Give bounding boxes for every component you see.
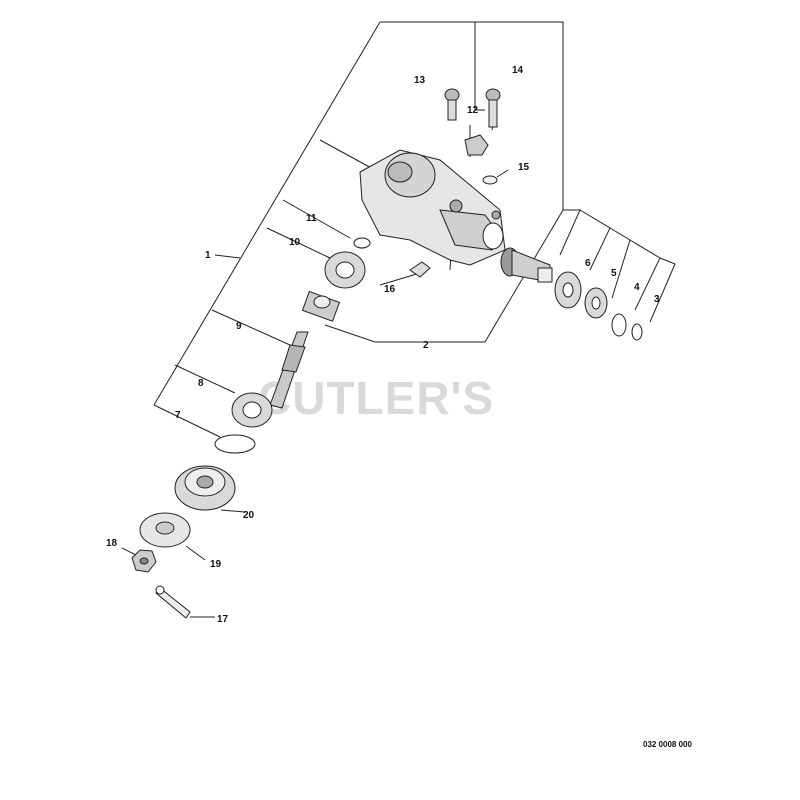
- label-part-3: 3: [654, 294, 660, 305]
- label-part-17: 17: [217, 614, 229, 625]
- label-part-1: 1: [205, 250, 211, 261]
- label-part-15: 15: [518, 162, 530, 173]
- label-part-2: 2: [423, 340, 429, 351]
- bearing-5: [584, 287, 608, 319]
- label-part-6: 6: [585, 258, 591, 269]
- bearing-10: [324, 251, 366, 289]
- gear-shaft: [500, 247, 553, 283]
- circlip-7: [214, 434, 256, 454]
- label-part-7: 7: [175, 410, 181, 421]
- plate-16: [409, 261, 431, 278]
- label-part-8: 8: [198, 378, 204, 389]
- nut-18: [131, 549, 157, 573]
- label-part-13: 13: [414, 75, 426, 86]
- bearing-6: [554, 271, 582, 309]
- label-part-16: 16: [384, 284, 396, 295]
- drawing-reference: 032 0008 000: [643, 740, 692, 749]
- bolt-13: [444, 88, 460, 121]
- label-part-14: 14: [512, 65, 524, 76]
- circlip-4: [611, 313, 627, 337]
- label-part-20: 20: [243, 510, 255, 521]
- screw-12: [464, 134, 489, 156]
- label-part-9: 9: [236, 321, 242, 332]
- bracket-lines: [121, 21, 676, 618]
- pinion-shaft-9: [269, 331, 309, 409]
- label-part-18: 18: [106, 538, 118, 549]
- gear-housing: [359, 149, 506, 266]
- label-part-10: 10: [289, 237, 301, 248]
- holder-20: [174, 465, 236, 511]
- bolt-14: [485, 88, 501, 128]
- needle-bearing-2: [301, 290, 341, 322]
- split-pin-17: [155, 585, 191, 619]
- label-part-11: 11: [306, 213, 317, 224]
- label-part-5: 5: [611, 268, 617, 279]
- bearing-8: [231, 392, 273, 428]
- ring-3: [631, 323, 643, 341]
- washer-19: [139, 512, 191, 548]
- label-part-4: 4: [634, 282, 640, 293]
- label-part-12: 12: [467, 105, 479, 116]
- washer-15: [482, 175, 498, 185]
- watermark-text: CUTLER'S: [258, 372, 494, 424]
- circlip-11: [353, 237, 371, 249]
- part-labels: 1 2 3 4 5 6 7 8 9 10 11 12 13 14 15 16 1…: [106, 65, 660, 625]
- label-part-19: 19: [210, 559, 222, 570]
